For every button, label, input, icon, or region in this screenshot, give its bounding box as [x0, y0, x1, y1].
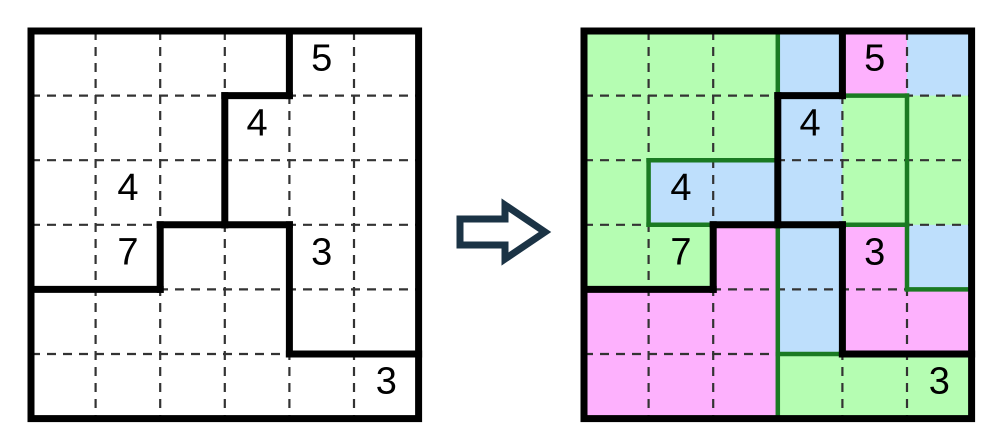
solution-cell — [777, 160, 843, 226]
clue-number: 4 — [117, 167, 138, 209]
solution-cell — [584, 289, 650, 355]
clue-number: 5 — [864, 38, 885, 80]
solution-cell — [648, 289, 714, 355]
solution-cell — [713, 224, 779, 290]
solution-cell — [907, 289, 973, 355]
right-outer-border — [580, 27, 976, 423]
solution-cell — [907, 224, 973, 290]
implies-arrow-icon — [456, 198, 552, 266]
solution-cell — [713, 354, 779, 420]
solution-cell — [842, 289, 908, 355]
solution-cell — [584, 160, 650, 226]
solution-cell — [842, 31, 908, 97]
right-solution-grid: 5 4 4 7 3 3 — [580, 27, 976, 423]
solution-cell — [648, 95, 714, 161]
solution-cell — [648, 160, 714, 226]
solution-cell — [648, 224, 714, 290]
solution-cell — [584, 31, 650, 97]
left-clue-grid: 5 4 4 7 3 3 — [27, 27, 423, 423]
clue-number: 4 — [670, 167, 691, 209]
clue-number: 4 — [247, 102, 268, 144]
solution-cell — [842, 224, 908, 290]
clue-number: 5 — [311, 38, 332, 80]
solution-cell — [648, 354, 714, 420]
solution-cell — [713, 289, 779, 355]
solution-cell — [713, 95, 779, 161]
transform-arrow — [456, 198, 552, 266]
solution-cell — [584, 354, 650, 420]
solution-cell — [842, 354, 908, 420]
right-cage-borders — [580, 27, 976, 358]
solution-cell — [584, 95, 650, 161]
solution-cell — [907, 354, 973, 420]
solution-cell — [713, 31, 779, 97]
left-clue-numbers: 5 4 4 7 3 3 — [117, 38, 397, 403]
grid-outer-border — [27, 27, 423, 423]
solution-cell — [648, 31, 714, 97]
right-cell-layer — [584, 31, 973, 420]
solution-cell — [777, 289, 843, 355]
clue-number: 3 — [311, 232, 332, 274]
grid-outer-border — [580, 27, 976, 423]
solution-cell — [842, 160, 908, 226]
solution-cell — [907, 31, 973, 97]
clue-number: 3 — [929, 361, 950, 403]
left-outer-border — [27, 27, 423, 423]
left-cage-borders — [27, 27, 423, 358]
clue-number: 3 — [376, 361, 397, 403]
solution-cell — [777, 224, 843, 290]
solution-cell — [777, 95, 843, 161]
solution-cell — [584, 224, 650, 290]
clue-number: 7 — [670, 232, 691, 274]
solution-cell — [907, 160, 973, 226]
solution-cell — [713, 160, 779, 226]
solution-cell — [777, 354, 843, 420]
clue-number: 4 — [800, 102, 821, 144]
clue-number: 3 — [864, 232, 885, 274]
solution-cell — [907, 95, 973, 161]
clue-number: 7 — [117, 232, 138, 274]
solution-cell — [777, 31, 843, 97]
solution-cell — [842, 95, 908, 161]
right-clue-numbers: 5 4 4 7 3 3 — [670, 38, 950, 403]
